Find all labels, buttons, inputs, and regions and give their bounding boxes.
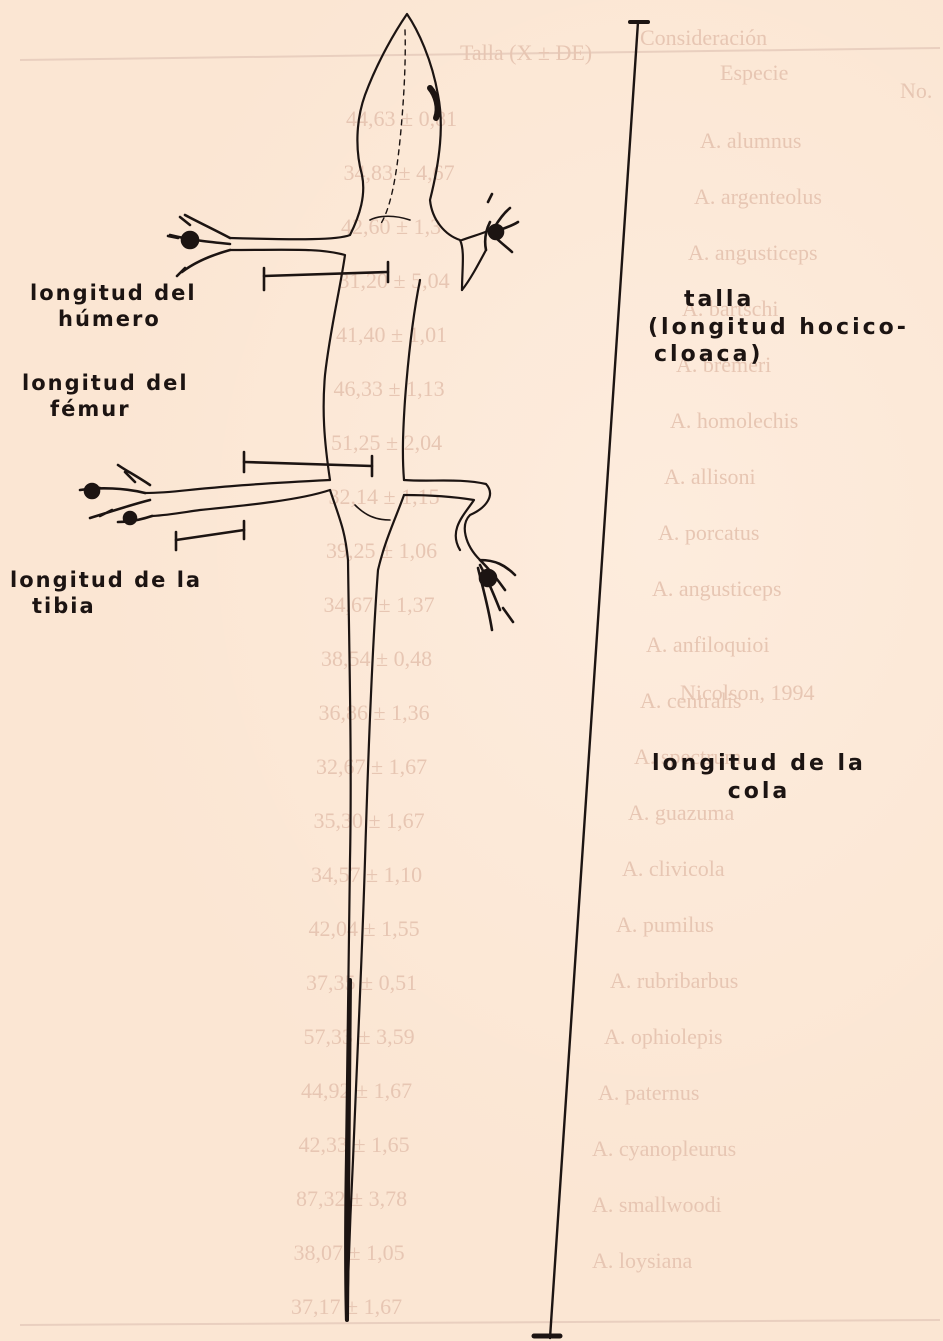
label-humerus-line1: longitud del <box>30 280 197 306</box>
head-scale-mark <box>430 88 438 118</box>
label-talla-line1: talla <box>648 286 909 314</box>
label-tibia-line1: longitud de la <box>10 567 202 593</box>
hind-right-foot <box>478 560 515 630</box>
label-cola-line1: longitud de la <box>652 750 866 778</box>
label-femur-length: longitud del fémur <box>22 370 189 423</box>
tibia-measure-bar <box>176 521 244 550</box>
front-left-foot <box>168 215 230 276</box>
label-femur-line2: fémur <box>22 396 189 422</box>
label-tibia-length: longitud de la tibia <box>10 567 202 620</box>
humerus-measure-bar <box>264 262 388 290</box>
total-length-line <box>534 22 648 1338</box>
label-tail-length: longitud de la cola <box>652 750 866 805</box>
lizard-body <box>145 14 494 1320</box>
label-talla-line3: cloaca) <box>648 341 909 369</box>
femur-measure-bar <box>244 452 372 476</box>
label-humerus-line2: húmero <box>30 306 197 332</box>
label-femur-line1: longitud del <box>22 370 189 396</box>
label-snout-vent-length: talla (longitud hocico- cloaca) <box>648 286 909 369</box>
label-cola-line2: cola <box>652 778 866 806</box>
label-talla-line2: (longitud hocico- <box>648 314 909 342</box>
label-tibia-line2: tibia <box>10 593 202 619</box>
label-humerus-length: longitud del húmero <box>30 280 197 333</box>
front-right-foot <box>485 194 518 252</box>
hind-left-foot <box>80 465 152 524</box>
